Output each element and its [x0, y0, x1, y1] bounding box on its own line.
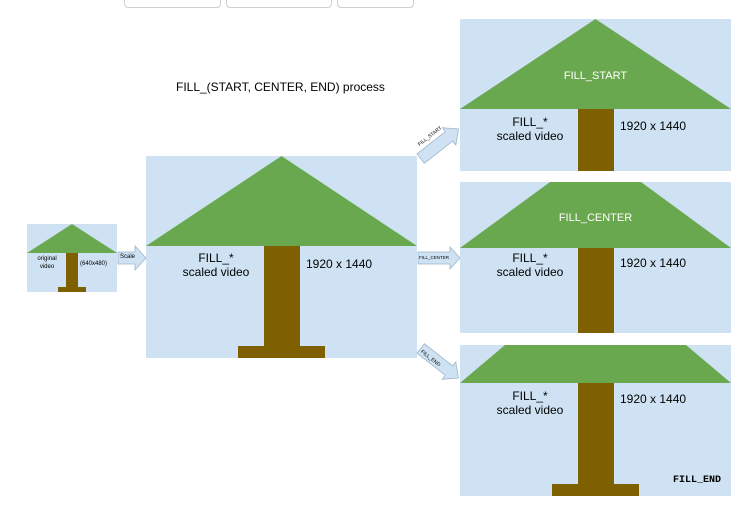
fill-start-canopy [460, 19, 731, 109]
fill-end-arrow [416, 343, 459, 380]
scaled-video-frame: FILL_* scaled video 1920 x 1440 [146, 156, 417, 358]
fill-start-title: FILL_START [563, 70, 628, 82]
scaled-video-label: FILL_* scaled video [182, 251, 250, 279]
fill-center-frame: FILL_CENTER FILL_* scaled video 1920 x 1… [460, 182, 731, 333]
fill-start-tree-graphic [460, 19, 731, 171]
original-base [58, 287, 86, 292]
fill-end-canopy [460, 345, 731, 383]
toolbar-button-1[interactable] [124, 0, 221, 8]
toolbar-button-3[interactable] [337, 0, 414, 8]
fill-start-size-label: 1920 x 1440 [620, 119, 687, 133]
diagram-title: FILL_(START, CENTER, END) process [176, 80, 385, 94]
fill-center-canopy [460, 182, 731, 248]
fill-end-title: FILL_END [673, 475, 722, 486]
scaled-canopy [146, 156, 417, 246]
toolbar-button-2[interactable] [226, 0, 332, 8]
scaled-tree-graphic [146, 156, 417, 358]
fill-center-tree-graphic [460, 182, 731, 333]
original-video-label: original video [37, 256, 57, 270]
fill-end-tree-graphic [460, 345, 731, 496]
fill-end-base [552, 484, 639, 496]
scale-arrow [117, 244, 147, 272]
fill-end-trunk [578, 383, 614, 485]
fill-center-label: FILL_* scaled video [496, 251, 564, 279]
fill-end-label: FILL_* scaled video [496, 389, 564, 417]
fill-start-arrow [416, 127, 459, 164]
fill-start-frame: FILL_START FILL_* scaled video 1920 x 14… [460, 19, 731, 171]
scaled-base [238, 346, 325, 358]
fill-center-arrow [417, 245, 461, 271]
original-video-frame: original video (640x480) [27, 224, 117, 292]
scaled-size-label: 1920 x 1440 [306, 257, 373, 271]
original-size-label: (640x480) [80, 261, 108, 267]
original-tree-graphic [27, 224, 117, 292]
fill-end-size-label: 1920 x 1440 [620, 392, 687, 406]
original-canopy [27, 224, 117, 253]
fill-start-trunk [578, 109, 614, 171]
scaled-trunk [264, 246, 300, 347]
scale-arrow-label: Scale [120, 254, 136, 260]
original-trunk [66, 253, 78, 288]
fill-end-frame: FILL_* scaled video 1920 x 1440 FILL_END [460, 345, 731, 496]
fill-center-arrow-label: FILL_CENTER [419, 255, 450, 260]
fill-start-label: FILL_* scaled video [496, 115, 564, 143]
fill-center-title: FILL_CENTER [558, 212, 633, 224]
fill-center-size-label: 1920 x 1440 [620, 256, 687, 270]
fill-center-trunk [578, 248, 614, 333]
